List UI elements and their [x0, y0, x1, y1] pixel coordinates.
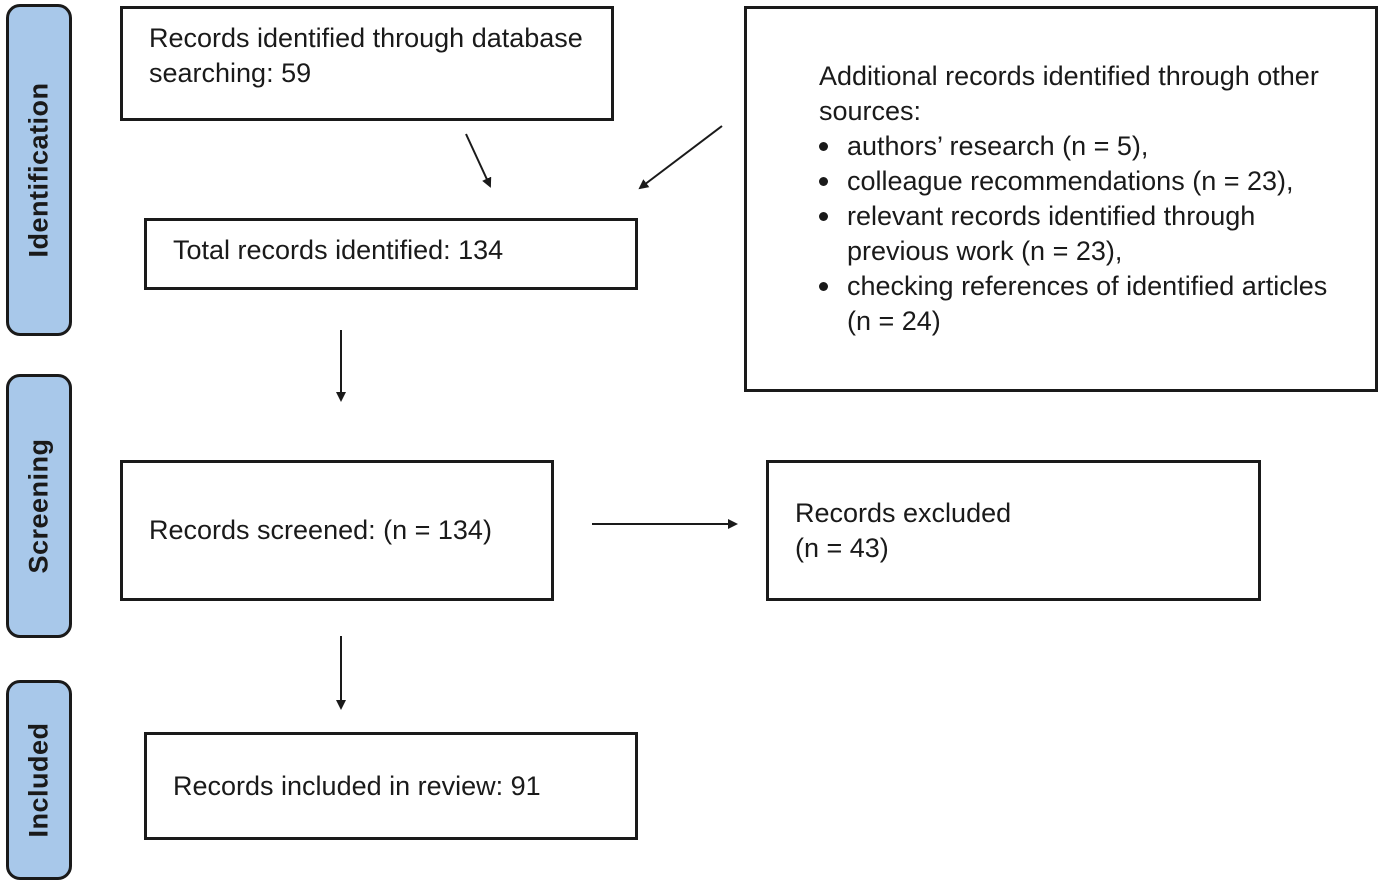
arrow-other-sources-to-total [638, 125, 723, 190]
source-item-text: authors’ research (n = 5), [847, 131, 1149, 161]
stage-label-identification: Identification [23, 82, 54, 258]
records-excluded-label: Records excluded [795, 498, 1012, 528]
bullet-icon [819, 177, 828, 186]
database-search-box: Records identified through database sear… [120, 6, 614, 121]
total-identified-box: Total records identified: 134 [144, 218, 638, 290]
records-screened-box: Records screened: (n = 134) [120, 460, 554, 601]
list-item: checking references of identified articl… [819, 269, 1355, 339]
other-sources-heading: Additional records identified through ot… [819, 61, 1319, 126]
records-included-box: Records included in review: 91 [144, 732, 638, 840]
arrow-database-to-total [465, 133, 492, 188]
list-item: relevant records identified through prev… [819, 199, 1355, 269]
records-included-text: Records included in review: 91 [173, 771, 541, 801]
source-item-text: checking references of identified articl… [847, 271, 1328, 336]
list-item: authors’ research (n = 5), [819, 129, 1355, 164]
stage-tab-screening: Screening [6, 374, 72, 638]
source-item-text: relevant records identified through prev… [847, 201, 1256, 266]
records-excluded-box: Records excluded (n = 43) [766, 460, 1261, 601]
database-search-text: Records identified through database sear… [149, 23, 583, 88]
stage-label-screening: Screening [23, 438, 54, 574]
records-excluded-count: (n = 43) [795, 533, 889, 563]
total-identified-text: Total records identified: 134 [173, 235, 504, 265]
other-sources-box: Additional records identified through ot… [744, 6, 1378, 392]
list-item: colleague recommendations (n = 23), [819, 164, 1355, 199]
source-item-text: colleague recommendations (n = 23), [847, 166, 1294, 196]
bullet-icon [819, 142, 828, 151]
bullet-icon [819, 282, 828, 291]
stage-tab-included: Included [6, 680, 72, 880]
stage-tab-identification: Identification [6, 4, 72, 336]
stage-label-included: Included [23, 722, 54, 838]
records-screened-text: Records screened: (n = 134) [149, 515, 492, 545]
bullet-icon [819, 212, 828, 221]
other-sources-list: authors’ research (n = 5), colleague rec… [819, 129, 1355, 339]
